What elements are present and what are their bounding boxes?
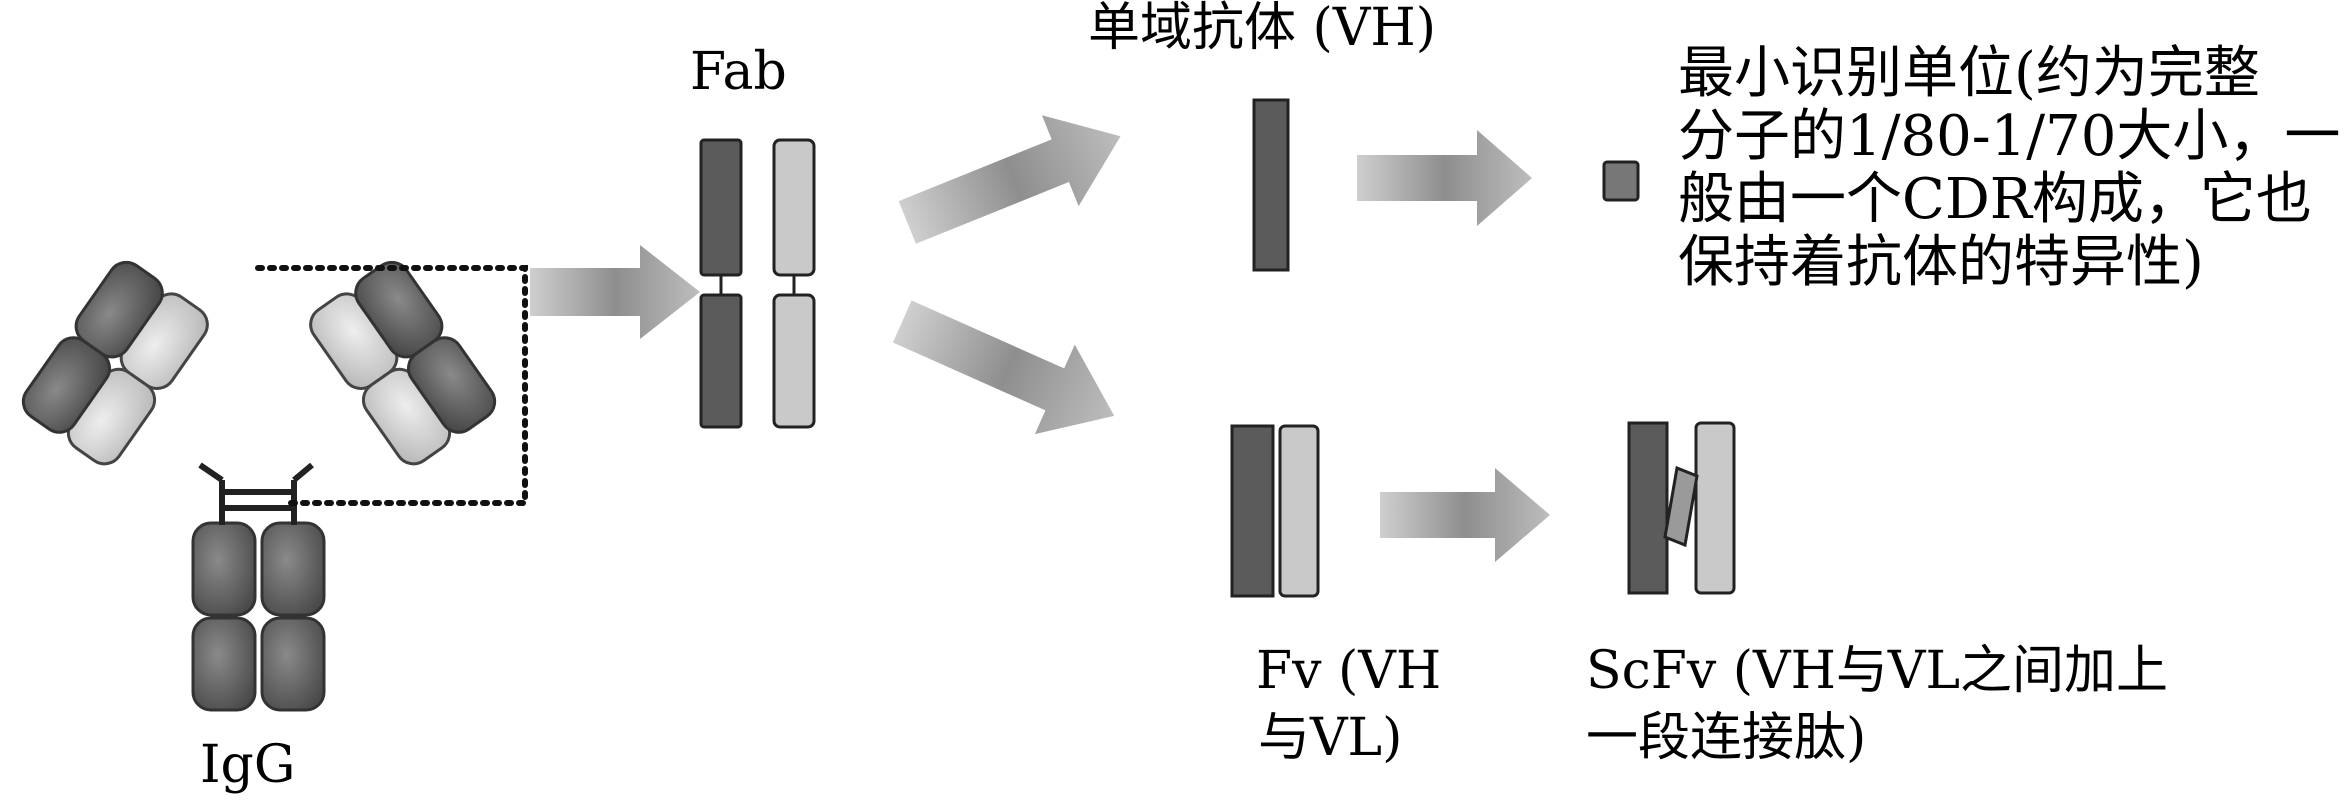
fab-selection-box xyxy=(255,265,528,506)
igg-hinge xyxy=(198,462,314,525)
minimal-unit-description-line: 最小识别单位(约为完整 xyxy=(1678,41,2260,106)
arrow-fab-to-vh xyxy=(898,115,1121,244)
igg-fc-region xyxy=(191,521,326,712)
arrow-igg-to-fab xyxy=(530,245,700,339)
scfv-linker-peptide xyxy=(1663,465,1699,548)
scfv-fragment xyxy=(1627,421,1736,595)
scfv-label-line1: ScFv (VH与VL之间加上 xyxy=(1586,641,2169,701)
minimal-unit-description-line: 分子的1/80-1/70大小，一 xyxy=(1678,104,2341,169)
igg-label: IgG xyxy=(200,735,296,795)
fv-label-line2: 与VL) xyxy=(1258,708,1403,768)
minimal-recognition-unit xyxy=(1602,160,1640,202)
arrow-fv-to-scfv xyxy=(1380,468,1550,562)
fab-label: Fab xyxy=(690,42,787,102)
minimal-unit-description-line: 般由一个CDR构成，它也 xyxy=(1678,167,2312,232)
arrow-vh-to-unit xyxy=(1357,130,1532,226)
fv-label-line1: Fv (VH xyxy=(1256,641,1442,701)
minimal-unit-description: 最小识别单位(约为完整 分子的1/80-1/70大小，一 般由一个CDR构成，它… xyxy=(1678,42,2340,294)
single-domain-label: 单域抗体 (VH) xyxy=(1088,0,1437,58)
fv-fragment xyxy=(1230,424,1320,598)
arrow-fab-to-fv xyxy=(892,300,1115,435)
scfv-label-line2: 一段连接肽) xyxy=(1586,708,1867,768)
igg-molecule xyxy=(21,260,528,712)
fab-fragment xyxy=(699,138,816,429)
arrows xyxy=(530,115,1550,562)
igg-left-arm xyxy=(21,260,209,466)
minimal-unit-description-line: 保持着抗体的特异性) xyxy=(1678,230,2204,295)
igg-right-arm xyxy=(309,260,497,466)
single-domain-vh xyxy=(1252,98,1290,272)
